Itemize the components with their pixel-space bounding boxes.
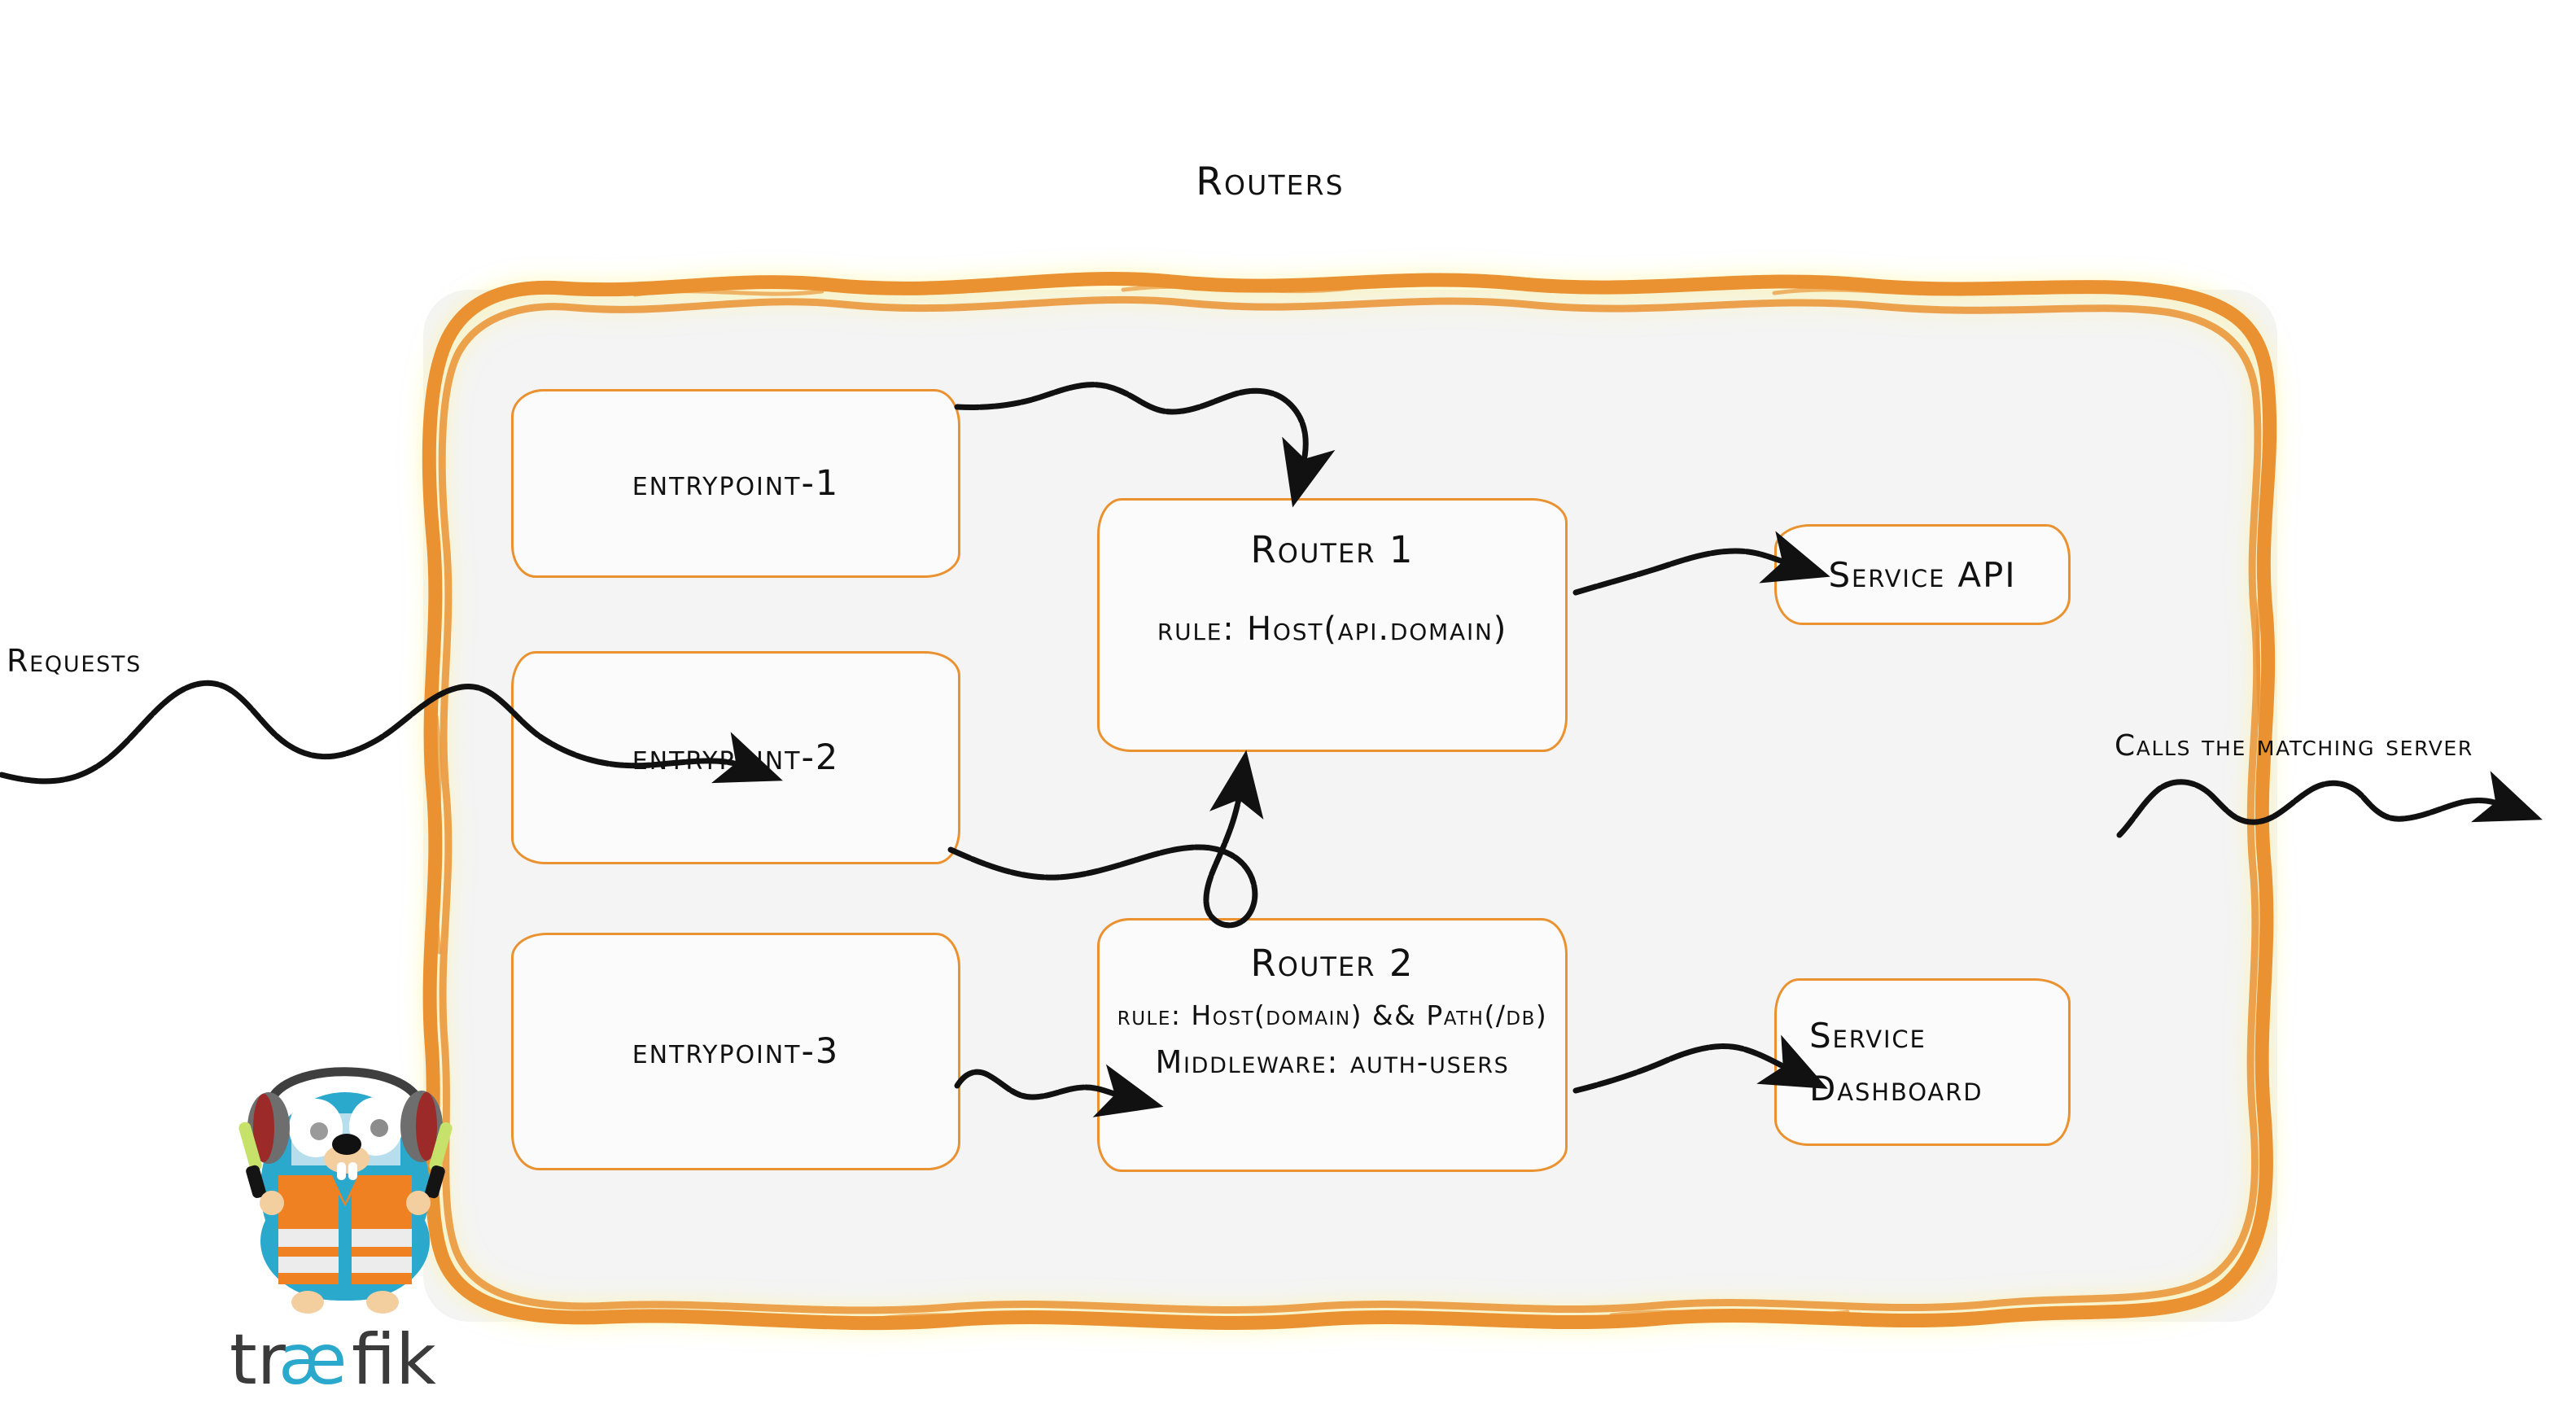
router-2-middleware: Middleware: auth-users [1155,1044,1510,1080]
service-dashboard-line-1: Service [1809,1016,1927,1056]
service-api-label: Service API [1828,554,2017,595]
entrypoint-3-label: entrypoint-3 [632,1031,840,1072]
logo-wordmark-pre: tr [230,1319,286,1401]
router-1-rule: rule: Host(api.domain) [1157,610,1508,648]
requests-label: Requests [7,643,142,679]
service-dashboard-line-2: Dashboard [1809,1069,1983,1108]
router-1-box[interactable]: Router 1 rule: Host(api.domain) [1097,498,1568,752]
entrypoint-1-label: entrypoint-1 [632,463,840,504]
entrypoint-3-box[interactable]: entrypoint-3 [511,933,960,1170]
router-2-rule: rule: Host(domain) && Path(/db) [1117,999,1548,1031]
service-api-box[interactable]: Service API [1774,524,2071,625]
router-2-name: Router 2 [1250,942,1415,985]
entrypoint-1-box[interactable]: entrypoint-1 [511,389,960,578]
routers-panel-border [422,272,2277,1331]
router-1-name: Router 1 [1250,528,1415,571]
page-title: Routers [1196,160,1345,204]
logo-wordmark-post: fik [352,1319,436,1401]
calls-the-matching-server-label: Calls the matching server [2115,729,2473,763]
entrypoint-2-label: entrypoint-2 [632,737,840,778]
logo-wordmark-ae: æ [278,1319,347,1401]
traefik-logo: tr æ fik [228,1043,464,1408]
router-2-box[interactable]: Router 2 rule: Host(domain) && Path(/db)… [1097,918,1568,1172]
entrypoint-2-box[interactable]: entrypoint-2 [511,651,960,864]
service-dashboard-box[interactable]: Service Dashboard [1774,978,2071,1146]
